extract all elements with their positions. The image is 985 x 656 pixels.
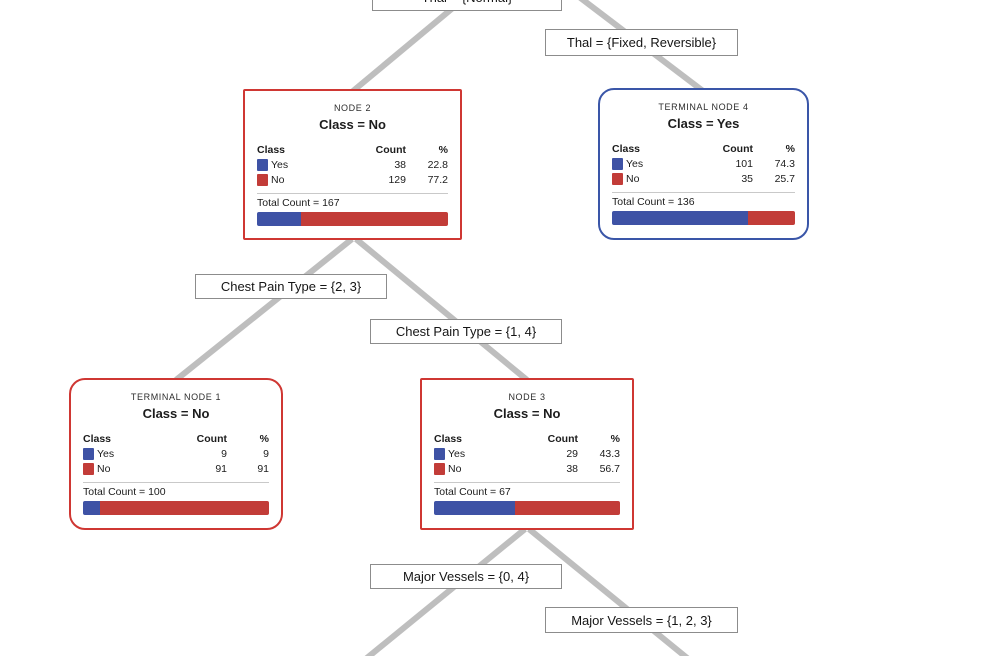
- table-row-no: No 129 77.2: [257, 174, 448, 186]
- edge-label-chest-pain-2-3: Chest Pain Type = {2, 3}: [195, 274, 387, 299]
- node-predicted-class: Class = No: [493, 406, 561, 421]
- yes-percent: 74.3: [774, 158, 795, 170]
- yes-color-swatch: [257, 159, 268, 171]
- no-count: 35: [741, 173, 753, 185]
- no-row-label: No: [626, 173, 640, 185]
- table-row-yes: Yes 9 9: [83, 448, 269, 460]
- terminal-node-1[interactable]: TERMINAL NODE 1 Class = No Class Count %…: [69, 378, 283, 530]
- class-distribution-bar: [257, 212, 448, 226]
- no-color-swatch: [83, 463, 94, 475]
- node-title: NODE 2: [333, 103, 372, 113]
- bar-yes-segment: [612, 211, 748, 225]
- percent-column-header: %: [610, 433, 620, 445]
- no-row-label: No: [271, 174, 285, 186]
- edge-label-major-vessels-1-2-3: Major Vessels = {1, 2, 3}: [545, 607, 738, 633]
- bar-yes-segment: [83, 501, 100, 515]
- yes-count: 29: [566, 448, 578, 460]
- node-table-header: Class Count %: [612, 143, 795, 155]
- total-count-label: Total Count = 67: [434, 482, 620, 498]
- yes-color-swatch: [434, 448, 445, 460]
- table-row-yes: Yes 38 22.8: [257, 159, 448, 171]
- no-color-swatch: [434, 463, 445, 475]
- class-distribution-bar: [434, 501, 620, 515]
- no-row-label: No: [448, 463, 462, 475]
- yes-row-label: Yes: [271, 159, 289, 171]
- node-predicted-class: Class = No: [319, 117, 386, 132]
- node-2[interactable]: NODE 2 Class = No Class Count % Yes 38 2…: [243, 89, 462, 240]
- bar-no-segment: [99, 501, 269, 515]
- edge-line-root-to-terminal4: [578, 0, 705, 94]
- yes-percent: 9: [263, 448, 269, 460]
- percent-column-header: %: [259, 433, 269, 445]
- node-table-header: Class Count %: [83, 433, 269, 445]
- class-column-header: Class: [83, 433, 112, 445]
- total-count-label: Total Count = 167: [257, 193, 448, 209]
- no-percent: 77.2: [427, 174, 448, 186]
- terminal-node-4[interactable]: TERMINAL NODE 4 Class = Yes Class Count …: [598, 88, 809, 240]
- total-count-label: Total Count = 136: [612, 192, 795, 208]
- yes-row-label: Yes: [448, 448, 466, 460]
- table-row-no: No 38 56.7: [434, 463, 620, 475]
- node-predicted-class: Class = Yes: [667, 116, 740, 131]
- bar-no-segment: [747, 211, 795, 225]
- table-row-no: No 35 25.7: [612, 173, 795, 185]
- edge-line-node2-to-node3: [354, 236, 529, 383]
- no-color-swatch: [612, 173, 623, 185]
- yes-count: 101: [735, 158, 753, 170]
- bar-no-segment: [300, 212, 448, 226]
- yes-percent: 22.8: [427, 159, 448, 171]
- bar-no-segment: [514, 501, 620, 515]
- yes-percent: 43.3: [599, 448, 620, 460]
- edge-line-node3-left-child: [364, 526, 527, 656]
- yes-color-swatch: [612, 158, 623, 170]
- no-row-label: No: [97, 463, 111, 475]
- edge-line-root-to-node2: [351, 0, 468, 94]
- yes-color-swatch: [83, 448, 94, 460]
- no-count: 129: [388, 174, 406, 186]
- table-row-no: No 91 91: [83, 463, 269, 475]
- yes-row-label: Yes: [626, 158, 644, 170]
- edge-label-thal-fixed-reversible: Thal = {Fixed, Reversible}: [545, 29, 738, 56]
- no-percent: 25.7: [774, 173, 795, 185]
- class-column-header: Class: [434, 433, 463, 445]
- no-percent: 56.7: [599, 463, 620, 475]
- edge-line-node3-right-child: [527, 526, 690, 656]
- percent-column-header: %: [785, 143, 795, 155]
- edge-label-major-vessels-0-4: Major Vessels = {0, 4}: [370, 564, 562, 589]
- class-distribution-bar: [612, 211, 795, 225]
- class-distribution-bar: [83, 501, 269, 515]
- count-column-header: Count: [547, 433, 578, 445]
- class-column-header: Class: [612, 143, 641, 155]
- node-table-header: Class Count %: [257, 144, 448, 156]
- edge-label-chest-pain-1-4: Chest Pain Type = {1, 4}: [370, 319, 562, 344]
- count-column-header: Count: [196, 433, 227, 445]
- node-title: NODE 3: [508, 392, 546, 402]
- bar-yes-segment: [434, 501, 515, 515]
- percent-column-header: %: [438, 144, 448, 156]
- count-column-header: Count: [722, 143, 753, 155]
- node-predicted-class: Class = No: [142, 406, 210, 421]
- node-table-header: Class Count %: [434, 433, 620, 445]
- node-title: TERMINAL NODE 1: [130, 392, 222, 402]
- total-count-label: Total Count = 100: [83, 482, 269, 498]
- node-title: TERMINAL NODE 4: [658, 102, 749, 112]
- no-count: 38: [566, 463, 578, 475]
- yes-count: 38: [394, 159, 406, 171]
- node-3[interactable]: NODE 3 Class = No Class Count % Yes 29 4…: [420, 378, 634, 530]
- bar-yes-segment: [257, 212, 301, 226]
- yes-row-label: Yes: [97, 448, 115, 460]
- table-row-yes: Yes 101 74.3: [612, 158, 795, 170]
- no-percent: 91: [257, 463, 269, 475]
- yes-count: 9: [221, 448, 227, 460]
- edge-label-thal-normal: Thal = {Normal}: [372, 0, 562, 11]
- class-column-header: Class: [257, 144, 286, 156]
- no-count: 91: [215, 463, 227, 475]
- table-row-yes: Yes 29 43.3: [434, 448, 620, 460]
- edge-line-node2-to-terminal1: [174, 236, 354, 383]
- no-color-swatch: [257, 174, 268, 186]
- count-column-header: Count: [375, 144, 406, 156]
